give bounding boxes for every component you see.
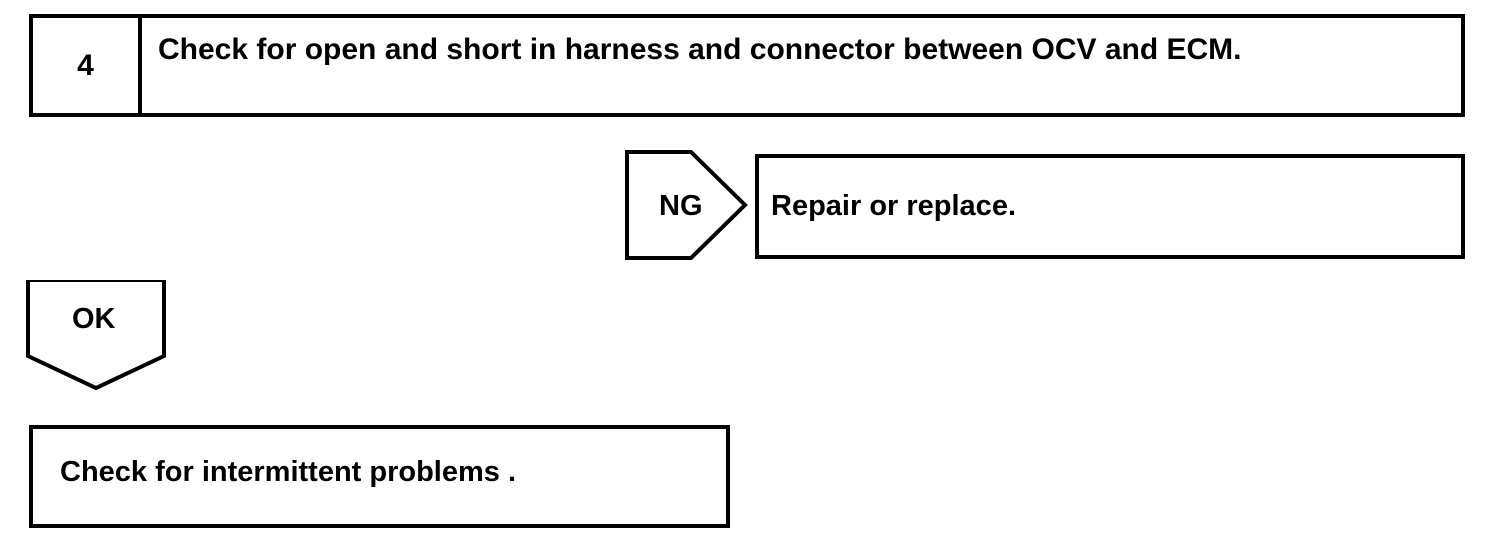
step-instruction-text: Check for open and short in harness and … <box>158 33 1242 66</box>
ok-result-box <box>29 425 730 528</box>
ng-connector <box>625 150 749 260</box>
ng-arrow-shape <box>625 150 748 260</box>
ok-arrow-shape <box>26 280 166 391</box>
ok-connector <box>26 280 168 392</box>
step-4-cell-divider <box>138 14 142 117</box>
step-number: 4 <box>77 48 94 82</box>
ng-result-box <box>755 154 1465 259</box>
step-4-row <box>29 14 1465 117</box>
ok-result-text: Check for intermittent problems . <box>60 456 517 488</box>
ng-result-text: Repair or replace. <box>771 190 1016 222</box>
ng-label: NG <box>659 190 703 222</box>
ok-label: OK <box>72 303 116 335</box>
